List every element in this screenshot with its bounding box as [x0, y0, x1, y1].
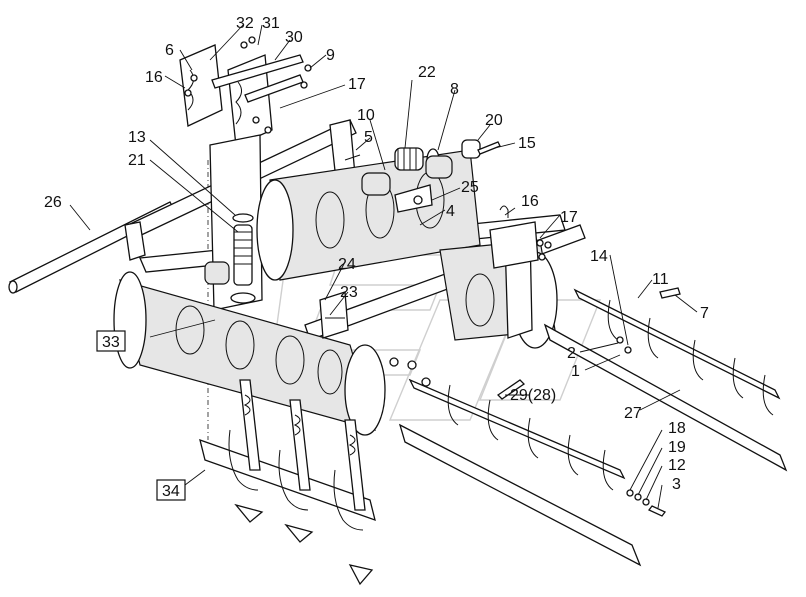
label-26: 26 — [44, 194, 62, 211]
label-32: 32 — [236, 15, 254, 32]
label-15: 15 — [518, 135, 536, 152]
label-29-28: 29(28) — [510, 387, 556, 404]
label-4: 4 — [446, 203, 455, 220]
label-7: 7 — [700, 305, 709, 322]
label-boxes — [96, 330, 186, 501]
label-17-top: 17 — [348, 76, 366, 93]
label-8: 8 — [450, 81, 459, 98]
label-6: 6 — [165, 42, 174, 59]
leader-lines — [69, 24, 698, 509]
label-19: 19 — [668, 439, 686, 456]
spring-unit-right — [344, 139, 501, 213]
label-2: 2 — [567, 345, 576, 362]
label-25: 25 — [461, 179, 479, 196]
label-31: 31 — [262, 15, 280, 32]
label-21: 21 — [128, 152, 146, 169]
label-11: 11 — [652, 271, 669, 288]
label-20: 20 — [485, 112, 503, 129]
label-5: 5 — [364, 129, 373, 146]
spring-unit-left — [204, 213, 256, 304]
label-33: 33 — [102, 334, 120, 351]
top-bracket-assembly — [179, 36, 312, 147]
label-12: 12 — [668, 457, 686, 474]
cultivator-tines — [199, 379, 376, 586]
lower-harrow-bar — [389, 357, 642, 567]
label-27: 27 — [624, 405, 642, 422]
label-18: 18 — [668, 420, 686, 437]
center-bracket — [319, 291, 349, 339]
label-3: 3 — [672, 476, 681, 493]
right-bracket — [489, 205, 552, 269]
label-10: 10 — [357, 107, 375, 124]
label-14: 14 — [590, 248, 608, 265]
label-13: 13 — [128, 129, 146, 146]
label-17-right: 17 — [560, 209, 578, 226]
label-22: 22 — [418, 64, 436, 81]
label-9: 9 — [326, 47, 335, 64]
label-16-right: 16 — [521, 193, 539, 210]
label-30: 30 — [285, 29, 303, 46]
right-harrow-bar — [543, 287, 788, 472]
label-23: 23 — [340, 284, 358, 301]
bolt-stack — [626, 489, 667, 517]
label-16-top: 16 — [145, 69, 163, 86]
label-24: 24 — [338, 256, 356, 273]
label-34: 34 — [162, 483, 180, 500]
label-1: 1 — [571, 363, 580, 380]
part-labels: 32 31 30 6 9 16 17 22 8 10 5 20 15 13 21… — [44, 15, 709, 500]
rear-roller-top — [256, 149, 481, 281]
